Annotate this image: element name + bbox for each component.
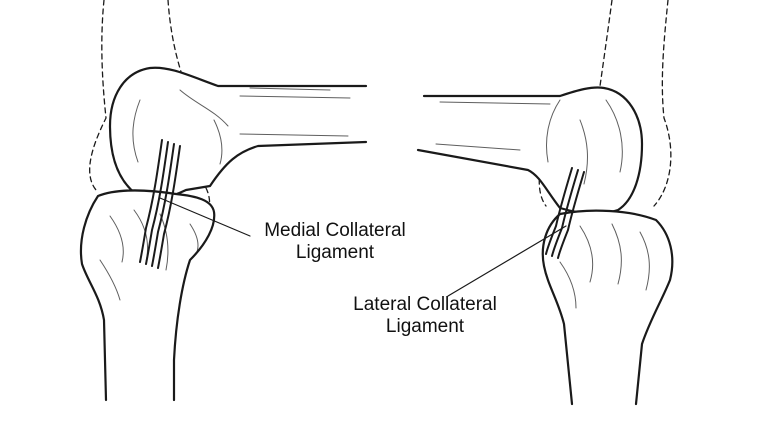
medial-leader-line bbox=[159, 197, 251, 237]
medial-collateral-ligament bbox=[139, 139, 181, 269]
medial-collateral-ligament-label: Medial Collateral Ligament bbox=[250, 220, 420, 264]
left-femur-shading bbox=[132, 87, 351, 165]
left-knee bbox=[79, 0, 368, 402]
lateral-collateral-ligament-label: Lateral Collateral Ligament bbox=[340, 294, 510, 338]
lateral-label-line2: Ligament bbox=[385, 316, 465, 337]
right-tibia-shading bbox=[559, 223, 650, 309]
left-femur bbox=[108, 66, 368, 200]
left-tibia-shading bbox=[99, 209, 199, 301]
right-knee bbox=[416, 0, 674, 406]
right-femur-shading bbox=[435, 99, 623, 185]
medial-label-line1: Medial Collateral bbox=[264, 220, 406, 241]
right-tibia bbox=[541, 209, 674, 406]
lateral-label-line1: Lateral Collateral bbox=[353, 294, 497, 315]
right-femur bbox=[416, 86, 644, 215]
medial-label-line2: Ligament bbox=[295, 242, 375, 263]
lateral-leader-line bbox=[447, 225, 567, 297]
